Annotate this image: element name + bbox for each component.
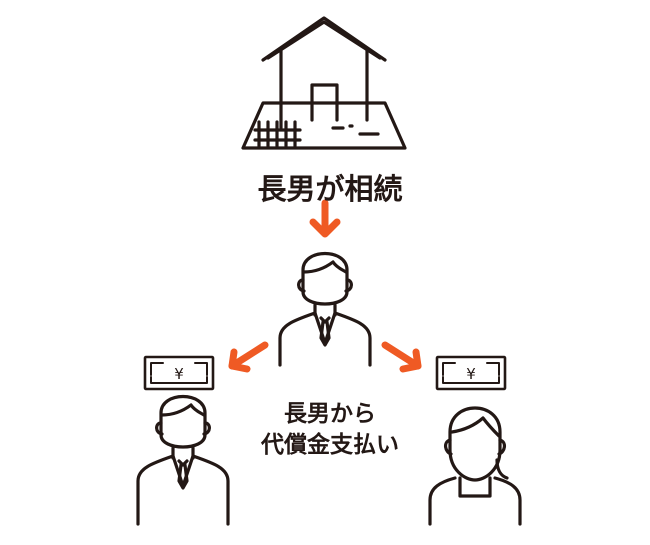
eldest-son-inherits-label: 長男が相続 xyxy=(257,172,403,206)
arrow-down-icon xyxy=(309,199,341,238)
banknote-yen-icon: ¥ xyxy=(143,355,215,391)
payment-label-line2: 代償金支払い xyxy=(261,432,399,458)
yen-symbol: ¥ xyxy=(174,365,184,383)
payment-label-line1: 長男から xyxy=(284,401,376,427)
person-man-icon xyxy=(278,251,372,367)
house-icon xyxy=(241,16,407,150)
person-woman-icon xyxy=(428,406,522,526)
arrow-right-down-icon xyxy=(381,341,422,373)
person-man-icon xyxy=(136,394,230,526)
arrow-left-down-icon xyxy=(228,341,269,373)
banknote-yen-icon: ¥ xyxy=(435,355,507,391)
yen-symbol: ¥ xyxy=(466,365,476,383)
